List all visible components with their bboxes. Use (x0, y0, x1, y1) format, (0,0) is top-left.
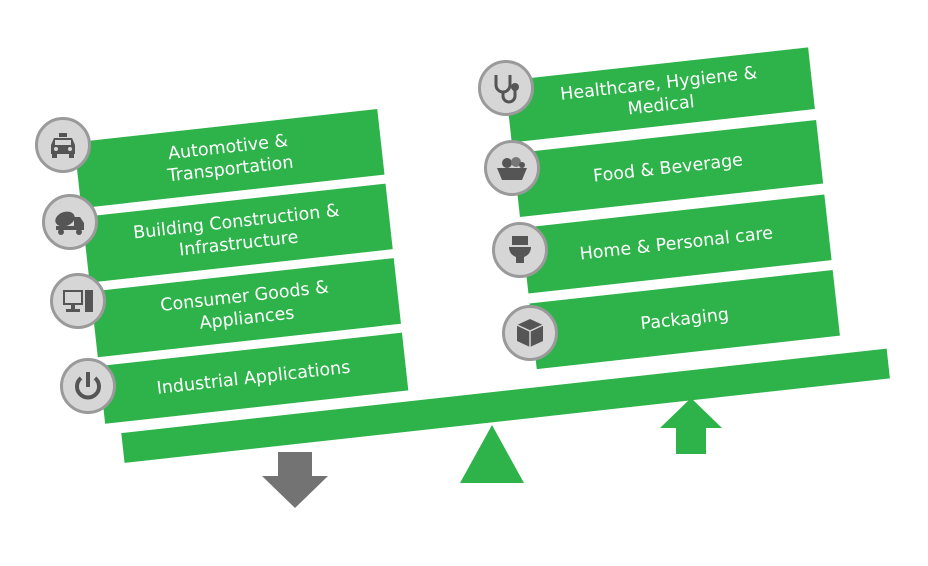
category-label-line1: Industrial Applications (155, 357, 352, 399)
car-icon (35, 117, 91, 173)
power-icon (60, 358, 116, 414)
box-icon (502, 305, 558, 361)
fulcrum-triangle (460, 425, 524, 483)
fruit-basket-icon (484, 140, 540, 196)
cement-mixer-truck-icon (42, 194, 98, 250)
down-arrow-icon (262, 452, 328, 508)
stethoscope-icon (478, 60, 534, 116)
up-arrow-icon (660, 398, 722, 454)
toilet-icon (492, 222, 548, 278)
category-label-line1: Food & Beverage (592, 150, 744, 187)
category-label-line1: Packaging (639, 304, 730, 335)
computer-icon (50, 273, 106, 329)
category-label-line1: Home & Personal care (578, 223, 775, 265)
seesaw-diagram: Automotive & Transportation Building Con… (35, 47, 890, 508)
